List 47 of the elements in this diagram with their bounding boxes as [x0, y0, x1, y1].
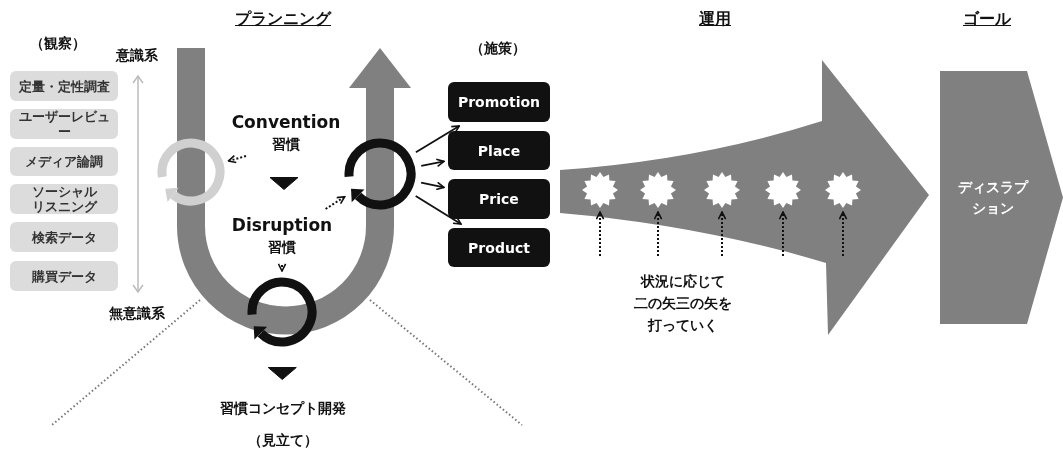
dotted-arrow	[595, 211, 605, 257]
cycle-arrow	[155, 136, 227, 208]
dotted-arrow	[717, 211, 727, 257]
dotted-arrow	[227, 154, 247, 164]
starburst	[765, 172, 801, 208]
observation-box: メディア論調	[10, 147, 118, 176]
dotted-arrow	[653, 211, 663, 257]
observation-box: 検索データ	[10, 222, 118, 252]
observation-box: 定量・定性調査	[10, 71, 118, 101]
node-title: Convention	[231, 111, 341, 134]
observation-box: ユーザーレビュー	[10, 109, 118, 139]
tactic-box: Product	[448, 228, 550, 267]
dotted-arrow	[324, 195, 346, 210]
section-label: （施策）	[469, 39, 527, 58]
observation-box: ソーシャルリスニング	[10, 184, 118, 214]
heading: プランニング	[234, 8, 333, 30]
triangle-arrow	[269, 177, 299, 190]
node-subtitle: 習慣	[268, 238, 296, 257]
section-label: （観察）	[29, 34, 87, 53]
node-title: Disruption	[231, 214, 333, 237]
goal-pentagon: ディスラプション	[940, 71, 1063, 324]
dotted-arrow	[838, 211, 848, 257]
starburst	[640, 172, 676, 208]
tactic-box: Price	[448, 179, 550, 219]
scale-label: 意識系	[114, 46, 159, 65]
starburst	[825, 172, 861, 208]
arrow	[420, 181, 445, 191]
arrow	[414, 195, 462, 225]
node-subtitle: （見立て）	[247, 431, 318, 450]
note: 状況に応じて二の矢三の矢を打っていく	[633, 272, 733, 335]
arrow	[420, 158, 445, 168]
triangle-arrow	[267, 367, 297, 380]
dotted-arrow	[778, 211, 788, 257]
dotted-arrow	[277, 263, 287, 272]
node-subtitle: 習慣	[272, 135, 300, 154]
cycle-arrow	[342, 136, 418, 212]
heading: ゴール	[962, 8, 1012, 30]
arrow	[415, 125, 461, 154]
observation-box: 購買データ	[10, 261, 118, 291]
tactic-box: Place	[448, 131, 550, 170]
node-title: 習慣コンセプト開発	[219, 399, 346, 418]
starburst	[582, 172, 618, 208]
heading: 運用	[698, 8, 732, 30]
tactic-box: Promotion	[448, 82, 550, 122]
scale-label: 無意識系	[108, 304, 166, 323]
starburst	[704, 172, 740, 208]
cycle-arrow	[245, 275, 319, 349]
